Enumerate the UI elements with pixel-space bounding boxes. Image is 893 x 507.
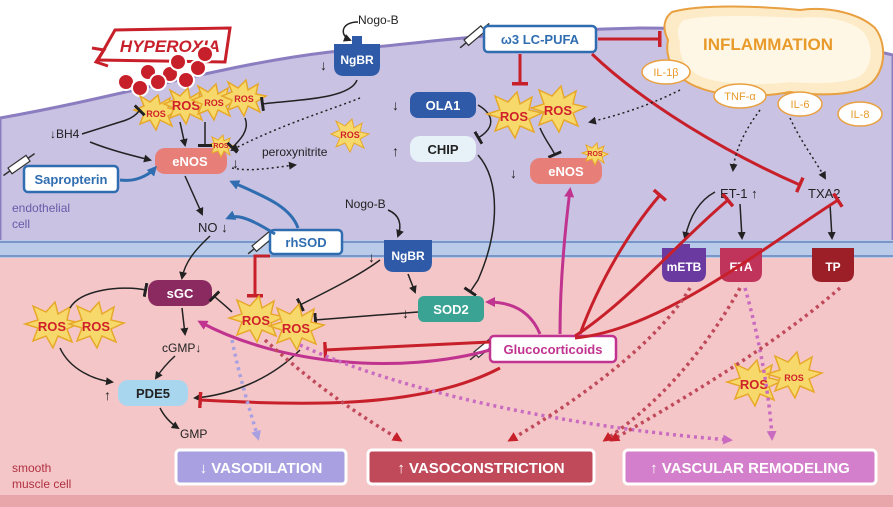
svg-text:IL-1β: IL-1β: [653, 67, 678, 79]
ngbr-receptor-top: NgBR: [334, 36, 380, 76]
ros-burst-top: ROS ROS ROS ROS: [131, 78, 269, 132]
svg-text:TP: TP: [825, 260, 840, 274]
ros-peroxynitrite: ROS: [329, 118, 371, 154]
receptor-metb: mETB: [662, 244, 706, 282]
svg-text:eNOS: eNOS: [548, 164, 584, 179]
peroxynitrite-label: peroxynitrite: [262, 145, 328, 159]
svg-text:Sapropterin: Sapropterin: [35, 172, 108, 187]
svg-text:↑ VASCULAR REMODELING: ↑ VASCULAR REMODELING: [650, 460, 850, 477]
svg-text:Glucocorticoids: Glucocorticoids: [504, 342, 603, 357]
ola1-node: OLA1: [410, 92, 476, 118]
pde5-node: PDE5: [118, 380, 188, 406]
svg-text:ROS: ROS: [740, 377, 769, 392]
svg-text:↑: ↑: [104, 387, 111, 403]
inflammation-cloud: INFLAMMATION: [663, 5, 885, 97]
svg-text:OLA1: OLA1: [426, 98, 461, 113]
svg-text:ROS: ROS: [213, 143, 229, 150]
outcome-vasodilation: ↓ VASODILATION: [174, 448, 348, 486]
cytokine-il1b: IL-1β: [641, 59, 691, 85]
svg-text:↓ VASODILATION: ↓ VASODILATION: [200, 460, 323, 477]
svg-text:CHIP: CHIP: [427, 142, 458, 157]
nogo-b-label-top: Nogo-B: [358, 13, 399, 27]
outcome-vascular-remodeling: ↑ VASCULAR REMODELING: [622, 448, 878, 486]
svg-text:ETA: ETA: [729, 260, 752, 274]
bh4-label: ↓BH4: [50, 127, 80, 141]
omega3-drug: ω3 LC-PUFA: [459, 22, 598, 54]
gmp-label: GMP: [180, 427, 207, 441]
svg-text:ROS: ROS: [500, 109, 529, 124]
svg-text:ROS: ROS: [340, 130, 360, 140]
svg-text:rhSOD: rhSOD: [285, 235, 326, 250]
txa2-label: TXA2: [808, 186, 841, 201]
chip-node: CHIP: [410, 136, 476, 162]
svg-text:↓: ↓: [232, 155, 239, 171]
svg-text:ROS: ROS: [282, 321, 311, 336]
cytokine-tnfa: TNF-α: [713, 83, 767, 109]
svg-text:ROS: ROS: [784, 373, 804, 383]
oxygen-molecules: [117, 45, 214, 97]
cytokine-il8: IL-8: [837, 101, 883, 127]
svg-text:ROS: ROS: [587, 151, 603, 158]
receptor-tp: TP: [812, 248, 854, 282]
enos-right: eNOS ↓: [510, 158, 602, 184]
svg-text:ω3 LC-PUFA: ω3 LC-PUFA: [501, 32, 580, 47]
svg-text:ROS: ROS: [544, 103, 573, 118]
svg-text:↓: ↓: [320, 57, 327, 73]
cytokine-il6: IL-6: [777, 91, 823, 117]
sapropterin-drug: Sapropterin: [3, 153, 120, 194]
svg-text:eNOS: eNOS: [172, 154, 208, 169]
ros-burst-middle: ROS ROS: [484, 84, 589, 140]
svg-text:mETB: mETB: [667, 260, 702, 274]
cgmp-label: cGMP↓: [162, 341, 201, 355]
no-label: NO ↓: [198, 220, 228, 235]
sod2-node: SOD2: [418, 296, 484, 322]
svg-text:NgBR: NgBR: [391, 249, 425, 263]
ros-burst-smc-left: ROS ROS: [22, 300, 127, 350]
svg-text:sGC: sGC: [167, 286, 194, 301]
ros-burst-smc-right: ROS ROS: [724, 350, 825, 408]
svg-text:IL-8: IL-8: [851, 109, 870, 121]
svg-text:ROS: ROS: [38, 319, 67, 334]
rhsod-drug: rhSOD: [247, 228, 344, 256]
nogo-b-label-middle: Nogo-B: [345, 197, 386, 211]
svg-text:ROS: ROS: [146, 109, 166, 119]
glucocorticoids-drug: Glucocorticoids: [469, 334, 618, 364]
svg-text:ROS: ROS: [242, 313, 271, 328]
svg-text:ROS: ROS: [204, 98, 224, 108]
svg-text:TNF-α: TNF-α: [724, 91, 756, 103]
svg-text:NgBR: NgBR: [340, 53, 374, 67]
sgc-node: sGC: [148, 280, 212, 306]
svg-text:↓: ↓: [510, 165, 517, 181]
svg-text:ROS: ROS: [82, 319, 111, 334]
svg-text:↓: ↓: [392, 97, 399, 113]
svg-text:↑: ↑: [392, 143, 399, 159]
svg-text:SOD2: SOD2: [433, 302, 468, 317]
svg-text:↓: ↓: [368, 249, 375, 265]
ngbr-receptor-middle: NgBR: [384, 240, 432, 272]
hyperoxia-label: HYPEROXIA: [120, 37, 220, 56]
svg-text:IL-6: IL-6: [791, 99, 810, 111]
svg-text:PDE5: PDE5: [136, 386, 170, 401]
outcome-vasoconstriction: ↑ VASOCONSTRICTION: [366, 448, 596, 486]
inflammation-label: INFLAMMATION: [703, 35, 833, 54]
et1-label: ET-1 ↑: [720, 186, 758, 201]
enos-left: eNOS ↓: [155, 148, 239, 174]
svg-text:ROS: ROS: [234, 94, 254, 104]
svg-text:ROS: ROS: [172, 98, 201, 113]
ros-small-enos-right: ROS: [580, 141, 610, 167]
svg-text:↑ VASOCONSTRICTION: ↑ VASOCONSTRICTION: [397, 460, 564, 477]
ros-burst-smc-middle: ROS ROS: [226, 294, 327, 352]
